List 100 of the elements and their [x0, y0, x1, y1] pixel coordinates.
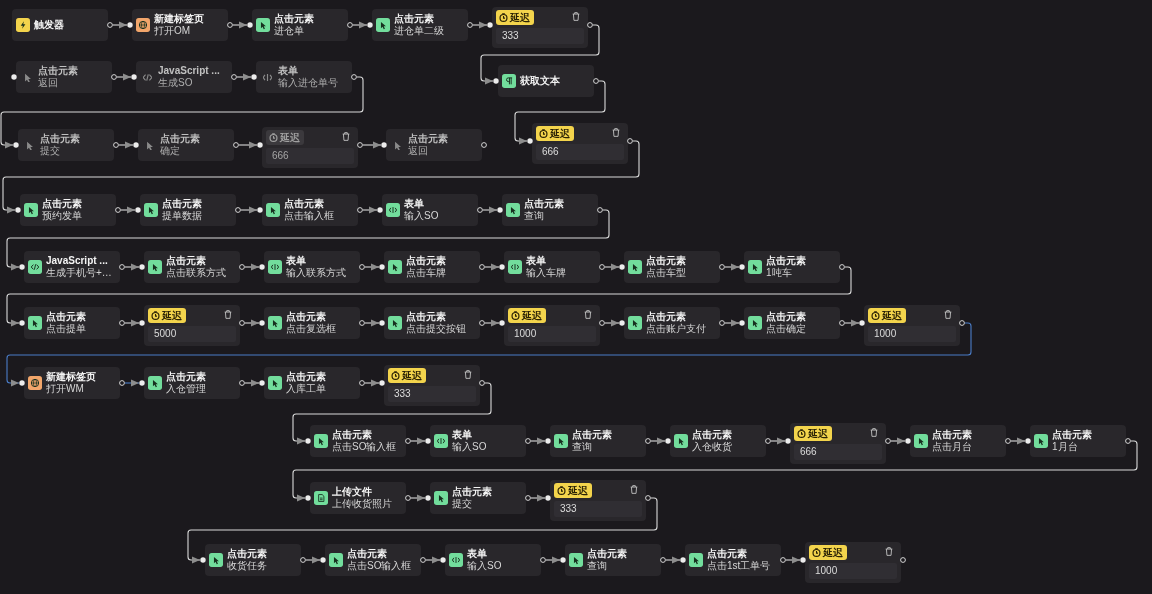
step-box — [744, 307, 840, 339]
step-subtitle: 查询 — [572, 441, 592, 453]
step-box — [386, 129, 482, 161]
delay-label: 延迟 — [568, 484, 588, 498]
step-subtitle: 输入SO — [404, 210, 439, 222]
connector — [364, 319, 380, 327]
delay-input: 333 — [554, 501, 642, 517]
step-title: 点击元素 — [40, 133, 80, 145]
delay-box — [864, 305, 960, 346]
step-box — [262, 194, 358, 226]
delay-input: 1000 — [809, 563, 897, 579]
step-box — [132, 9, 228, 41]
delay-input: 666 — [536, 144, 624, 160]
connector — [292, 382, 492, 445]
connector — [890, 437, 906, 445]
step-title: 点击元素 — [707, 548, 747, 560]
connector — [410, 494, 426, 502]
step-box — [624, 251, 720, 283]
step-box — [24, 251, 120, 283]
delay-box — [262, 127, 358, 168]
step-subtitle: 上传收货照片 — [332, 498, 392, 510]
step-box — [310, 425, 406, 457]
connector — [514, 80, 606, 145]
connector — [244, 379, 260, 387]
step-box — [140, 194, 236, 226]
step-title: 点击元素 — [332, 429, 372, 441]
delay-input: 666 — [266, 148, 354, 164]
step-title: 新建标签页 — [46, 371, 96, 383]
connector — [187, 497, 658, 564]
step-box — [498, 65, 594, 97]
step-box — [382, 194, 478, 226]
step-subtitle: 点击提交按钮 — [406, 323, 466, 335]
step-subtitle: 收货任务 — [227, 560, 267, 572]
connector — [484, 319, 500, 327]
step-subtitle: 点击车牌 — [406, 267, 446, 279]
step-subtitle: 1月台 — [1052, 441, 1078, 453]
step-title: 表单 — [286, 255, 306, 267]
step-title: 点击元素 — [347, 548, 387, 560]
step-subtitle: 点击账户支付 — [646, 323, 706, 335]
step-box — [144, 367, 240, 399]
delay-label: 延迟 — [823, 546, 843, 560]
connector — [482, 206, 498, 214]
step-title: 点击元素 — [394, 13, 434, 25]
step-subtitle: 输入进仓单号 — [278, 77, 338, 89]
connector — [112, 21, 128, 29]
step-title: 点击元素 — [286, 371, 326, 383]
step-title: 点击元素 — [166, 371, 206, 383]
connector — [236, 73, 252, 81]
step-title: 点击元素 — [524, 198, 564, 210]
connector — [0, 76, 364, 149]
step-title: 点击元素 — [766, 255, 806, 267]
step-title: 上传文件 — [332, 486, 372, 498]
connector — [6, 266, 852, 327]
step-box — [430, 482, 526, 514]
step-box — [252, 9, 348, 41]
step-title: 点击元素 — [572, 429, 612, 441]
delay-box — [550, 480, 646, 521]
step-subtitle: 1吨车 — [766, 267, 792, 279]
step-box — [624, 307, 720, 339]
step-box — [1030, 425, 1126, 457]
connector — [244, 319, 260, 327]
connector — [292, 440, 1138, 502]
connector — [545, 556, 561, 564]
step-title: 表单 — [452, 429, 472, 441]
step-title: 点击元素 — [766, 311, 806, 323]
step-title: 触发器 — [34, 19, 64, 31]
delay-box — [504, 305, 600, 346]
step-title: 点击元素 — [587, 548, 627, 560]
step-box — [144, 251, 240, 283]
delay-input: 1000 — [868, 326, 956, 342]
step-title: 点击元素 — [284, 198, 324, 210]
step-box — [445, 544, 541, 576]
step-subtitle: 点击提单 — [46, 323, 86, 335]
step-title: 表单 — [404, 198, 424, 210]
step-title: 点击元素 — [406, 255, 446, 267]
step-box — [910, 425, 1006, 457]
connector — [240, 206, 258, 214]
step-subtitle: 提交 — [40, 145, 60, 157]
connector — [665, 556, 681, 564]
step-box — [138, 129, 234, 161]
step-box — [205, 544, 301, 576]
step-box — [685, 544, 781, 576]
step-box — [384, 307, 480, 339]
step-box — [372, 9, 468, 41]
delay-box — [805, 542, 901, 583]
connector — [530, 494, 546, 502]
connector — [604, 319, 620, 327]
step-subtitle: 预约发单 — [42, 210, 82, 222]
connector — [724, 319, 740, 327]
connector — [604, 263, 620, 271]
step-subtitle: 输入SO — [452, 441, 487, 453]
trigger-box — [12, 9, 108, 41]
connector — [352, 21, 368, 29]
connector — [364, 263, 380, 271]
step-title: JavaScript ... — [46, 255, 108, 267]
step-subtitle: 入仓管理 — [166, 383, 206, 395]
step-title: 点击元素 — [646, 255, 686, 267]
delay-label: 延迟 — [522, 309, 542, 323]
step-subtitle: 点击车型 — [646, 267, 686, 279]
step-title: 点击元素 — [406, 311, 446, 323]
